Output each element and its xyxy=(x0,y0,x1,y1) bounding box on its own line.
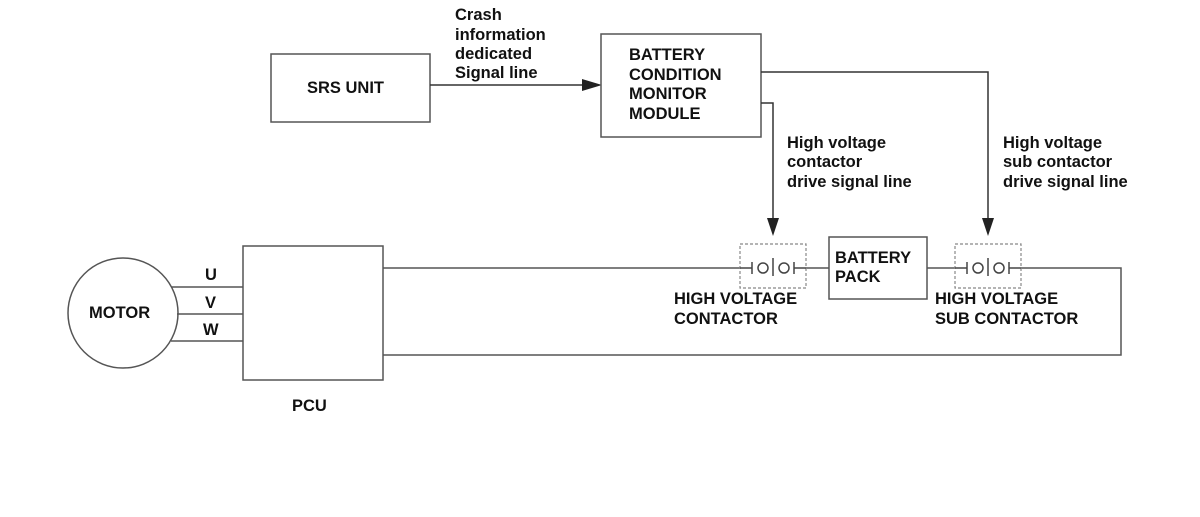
pcu: PCU xyxy=(242,245,384,415)
battery-pack: BATTERY PACK xyxy=(828,236,928,300)
hv-sub-contactor-frame xyxy=(954,243,1022,289)
hv-contactor-label: HIGH VOLTAGE CONTACTOR xyxy=(674,290,802,328)
hv-sub-contactor-label: HIGH VOLTAGE SUB CONTACTOR xyxy=(935,290,1078,328)
hv-sub-contactor-signal-label-line: High voltage xyxy=(1003,134,1102,152)
high-voltage-circuit xyxy=(383,267,1122,356)
phase-label-v: V xyxy=(205,294,216,312)
bcm-module-label: BATTERY CONDITION MONITOR MODULE xyxy=(629,46,726,123)
motor: MOTOR xyxy=(67,257,179,369)
battery-pack-label-line: PACK xyxy=(835,268,881,286)
bcm-module-box xyxy=(600,33,762,138)
hv-negative-return-wire xyxy=(383,267,1122,356)
phase-label-w: W xyxy=(203,321,219,339)
battery-condition-monitor-module: BATTERY CONDITION MONITOR MODULE xyxy=(600,33,762,138)
hv-contactor-label-line: HIGH VOLTAGE xyxy=(674,290,797,308)
hv-contactor-signal-label: High voltage contactor drive signal line xyxy=(787,134,912,191)
battery-pack-label-line: BATTERY xyxy=(835,249,911,267)
hv-sub-contactor-signal-wire xyxy=(761,71,989,220)
pcu-label: PCU xyxy=(292,397,327,415)
crash-signal-label-line: Signal line xyxy=(455,64,538,82)
battery-pack-box xyxy=(828,236,928,300)
hv-contactor-signal-arrowhead xyxy=(767,218,779,236)
hv-contactor-signal-wire xyxy=(761,102,774,220)
hv-contactor-label-line: CONTACTOR xyxy=(674,310,778,328)
hv-sub-contactor-label-line: HIGH VOLTAGE xyxy=(935,290,1058,308)
hv-sub-contactor-signal-label-line: drive signal line xyxy=(1003,173,1128,191)
hv-sub-contactor-label-line: SUB CONTACTOR xyxy=(935,310,1078,328)
hv-sub-contactor-signal-label: High voltage sub contactor drive signal … xyxy=(1003,134,1128,191)
hv-sub-contactor-signal-line: High voltage sub contactor drive signal … xyxy=(761,71,1128,236)
high-voltage-contactor: HIGH VOLTAGE CONTACTOR xyxy=(674,243,807,328)
hv-sub-contactor-signal-label-line: sub contactor xyxy=(1003,153,1113,171)
hv-contactor-signal-label-line: contactor xyxy=(787,153,863,171)
srs-unit-label: SRS UNIT xyxy=(307,79,384,97)
srs-unit: SRS UNIT xyxy=(270,53,431,123)
motor-label: MOTOR xyxy=(89,304,150,322)
crash-signal-arrowhead xyxy=(582,79,602,91)
bcm-module-label-line: CONDITION xyxy=(629,66,722,84)
bcm-module-label-line: MODULE xyxy=(629,105,701,123)
hv-contactor-contact xyxy=(757,262,769,274)
bcm-module-label-line: BATTERY xyxy=(629,46,705,64)
hv-sub-contactor-contact xyxy=(993,262,1005,274)
crash-signal-label: Crash information dedicated Signal line xyxy=(455,6,550,82)
motor-circle xyxy=(67,257,179,369)
battery-pack-label: BATTERY PACK xyxy=(835,249,915,286)
high-voltage-sub-contactor: HIGH VOLTAGE SUB CONTACTOR xyxy=(935,243,1078,328)
crash-signal-label-line: dedicated xyxy=(455,45,532,63)
hv-sub-contactor-signal-arrowhead xyxy=(982,218,994,236)
hv-contactor-contact xyxy=(778,262,790,274)
crash-signal-label-line: information xyxy=(455,26,546,44)
pcu-box xyxy=(242,245,384,381)
srs-unit-box xyxy=(270,53,431,123)
hv-contactor-signal-label-line: High voltage xyxy=(787,134,886,152)
phase-label-u: U xyxy=(205,266,217,284)
hv-contactor-signal-line: High voltage contactor drive signal line xyxy=(761,102,912,236)
hv-contactor-signal-label-line: drive signal line xyxy=(787,173,912,191)
bcm-module-label-line: MONITOR xyxy=(629,85,707,103)
phase-wires: U V W xyxy=(171,266,243,342)
hv-contactor-frame xyxy=(739,243,807,289)
hv-sub-contactor-contact xyxy=(972,262,984,274)
crash-signal-label-line: Crash xyxy=(455,6,502,24)
crash-signal-line: Crash information dedicated Signal line xyxy=(430,6,602,91)
